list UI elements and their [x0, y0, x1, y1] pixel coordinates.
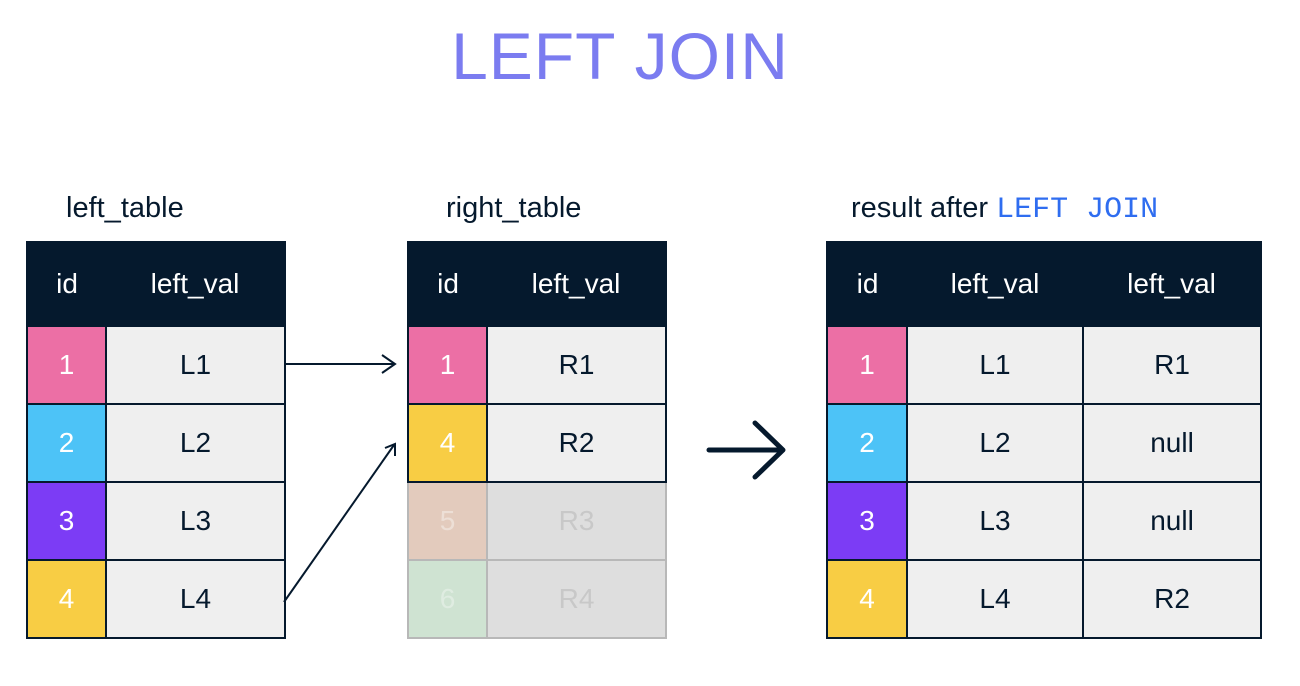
table-row: 1 L1: [26, 325, 286, 405]
match-arrow-4-icon: [283, 442, 396, 603]
id-cell: 4: [826, 559, 908, 639]
result-caption-text: result after: [851, 192, 988, 224]
id-cell: 4: [407, 403, 488, 483]
value-cell: R4: [486, 559, 667, 639]
table-row: 1 L1 R1: [826, 325, 1262, 405]
id-cell: 1: [26, 325, 107, 405]
table-row: 4 R2: [407, 403, 667, 483]
left-value-cell: L3: [906, 481, 1084, 561]
table-row: 4 L4 R2: [826, 559, 1262, 639]
right-table: id left_val 1 R1 4 R2 5 R3 6 R4: [407, 241, 667, 639]
left-value-cell: L1: [906, 325, 1084, 405]
left-table: id left_val 1 L1 2 L2 3 L3 4 L4: [26, 241, 286, 639]
value-cell: L3: [105, 481, 286, 561]
column-header-id: id: [27, 242, 106, 326]
left-table-caption: left_table: [66, 192, 184, 224]
table-row: 2 L2: [26, 403, 286, 483]
table-header-row: id left_val: [27, 242, 285, 326]
id-cell: 1: [826, 325, 908, 405]
id-cell: 4: [26, 559, 107, 639]
right-table-caption: right_table: [446, 192, 582, 224]
id-cell: 5: [407, 481, 488, 561]
column-header-left-val: left_val: [907, 242, 1083, 326]
result-table-caption: result after LEFT JOIN: [851, 192, 1158, 227]
diagram-title: LEFT JOIN: [451, 19, 789, 93]
column-header-id: id: [408, 242, 487, 326]
right-value-cell: R1: [1082, 325, 1262, 405]
column-header-id: id: [827, 242, 907, 326]
table-header-row: id left_val: [408, 242, 666, 326]
id-cell: 6: [407, 559, 488, 639]
column-header-left-val: left_val: [487, 242, 666, 326]
id-cell: 3: [26, 481, 107, 561]
right-value-cell: R2: [1082, 559, 1262, 639]
table-row: 3 L3 null: [826, 481, 1262, 561]
table-row: 4 L4: [26, 559, 286, 639]
left-value-cell: L4: [906, 559, 1084, 639]
unmatched-row: 6 R4: [407, 559, 667, 639]
value-cell: R2: [486, 403, 667, 483]
unmatched-row: 5 R3: [407, 481, 667, 561]
value-cell: L2: [105, 403, 286, 483]
value-cell: R1: [486, 325, 667, 405]
table-row: 1 R1: [407, 325, 667, 405]
value-cell: L4: [105, 559, 286, 639]
result-arrow-icon: [706, 420, 786, 480]
left-value-cell: L2: [906, 403, 1084, 483]
result-caption-code: LEFT JOIN: [996, 193, 1159, 227]
id-cell: 2: [26, 403, 107, 483]
right-value-cell: null: [1082, 481, 1262, 561]
right-value-cell: null: [1082, 403, 1262, 483]
column-header-left-val: left_val: [106, 242, 285, 326]
value-cell: R3: [486, 481, 667, 561]
id-cell: 1: [407, 325, 488, 405]
table-row: 2 L2 null: [826, 403, 1262, 483]
table-header-row: id left_val left_val: [827, 242, 1261, 326]
result-table: id left_val left_val 1 L1 R1 2 L2 null 3…: [826, 241, 1262, 639]
column-header-right-val: left_val: [1083, 242, 1261, 326]
id-cell: 2: [826, 403, 908, 483]
id-cell: 3: [826, 481, 908, 561]
match-arrow-1-icon: [284, 354, 397, 374]
table-row: 3 L3: [26, 481, 286, 561]
